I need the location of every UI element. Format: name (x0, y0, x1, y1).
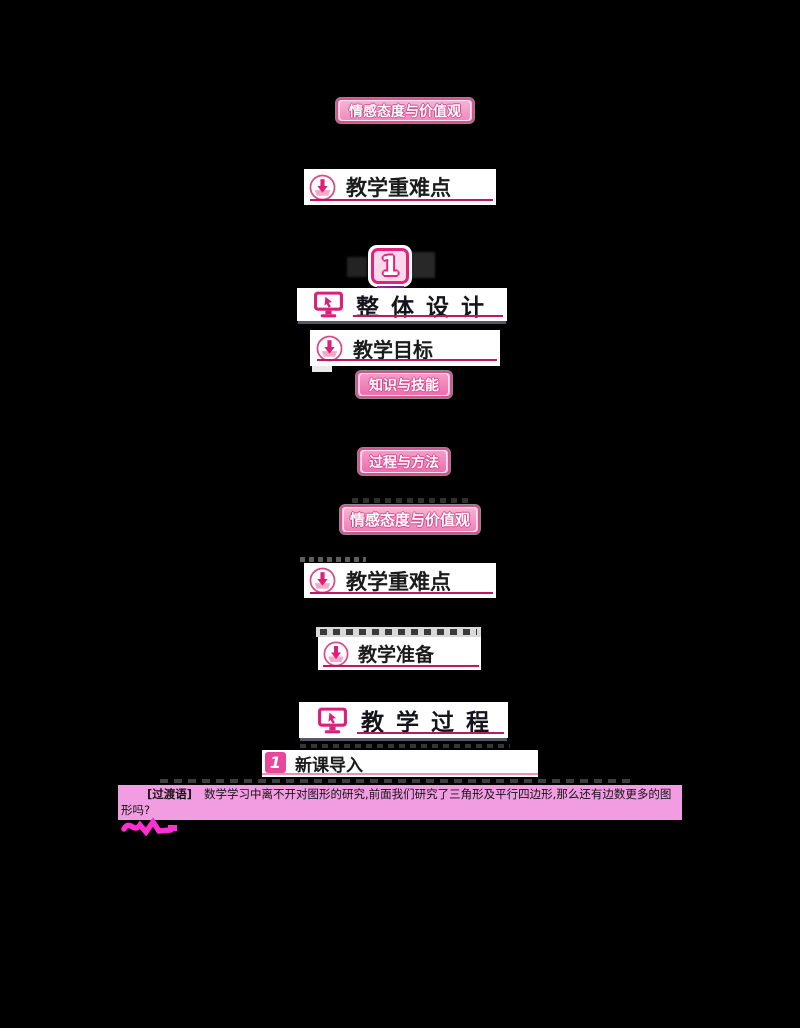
transition-tag: [过渡语] (147, 787, 193, 801)
transition-text: 数学学习中离不开对图形的研究,前面我们研究了三角形及平行四边形,那么还有边数更多… (121, 787, 672, 817)
monitor-cursor-icon (314, 291, 343, 318)
badge-inner: 过程与方法 (361, 450, 447, 473)
heading-label: 教学过程 (361, 709, 501, 736)
chapter-number-badge: 1 (368, 245, 412, 287)
badge-label: 过程与方法 (369, 454, 439, 471)
scan-artifact (320, 629, 477, 635)
scan-artifact (160, 779, 630, 783)
bar-label: 教学重难点 (346, 569, 451, 594)
underline (310, 199, 493, 201)
scan-artifact (300, 557, 366, 562)
section-heading-overall-design: 整体设计 (297, 288, 507, 321)
section-heading-teaching-process: 教学过程 (299, 702, 508, 738)
download-tray-icon (309, 567, 336, 594)
section-bar-key-points-1: 教学重难点 (304, 169, 496, 205)
scan-artifact (352, 498, 470, 503)
lesson-intro-bar: 1 新课导入 (262, 750, 538, 777)
badge-knowledge-skills: 知识与技能 (356, 371, 452, 398)
section-bar-key-points-2: 教学重难点 (304, 563, 496, 598)
scan-artifact (300, 744, 510, 748)
intro-number-square: 1 (265, 752, 286, 773)
intro-label: 新课导入 (295, 756, 363, 776)
download-tray-icon (316, 335, 343, 361)
underline (317, 359, 497, 361)
badge-label: 情感态度与价值观 (349, 103, 461, 120)
download-tray-icon (323, 641, 349, 666)
badge-inner: 情感态度与价值观 (339, 100, 471, 121)
scan-artifact-text-strip (316, 627, 481, 637)
badge-label: 情感态度与价值观 (349, 511, 470, 529)
download-tray-icon (309, 174, 336, 200)
transition-paragraph: [过渡语]数学学习中离不开对图形的研究,前面我们研究了三角形及平行四边形,那么还… (118, 785, 682, 820)
section-bar-preparation: 教学准备 (318, 637, 481, 670)
badge-process-methods: 过程与方法 (358, 448, 450, 475)
underline (262, 773, 538, 775)
chapter-number: 1 (380, 250, 400, 282)
scan-artifact (409, 252, 435, 278)
bar-label: 教学重难点 (346, 176, 451, 200)
scan-artifact (347, 257, 367, 277)
magenta-scribble-artifact (121, 817, 177, 836)
badge-emotion-values: 情感态度与价值观 (340, 505, 480, 534)
badge-label: 知识与技能 (369, 377, 439, 394)
section-bar-objectives: 教学目标 (310, 330, 500, 366)
underline (323, 665, 479, 667)
scan-artifact (312, 366, 332, 372)
badge-inner: 情感态度与价值观 (343, 507, 477, 532)
chapter-number-frame: 1 (371, 248, 409, 284)
monitor-cursor-icon (318, 707, 347, 733)
bar-label: 教学目标 (353, 337, 433, 362)
bar-label: 教学准备 (358, 644, 435, 666)
underline (353, 315, 503, 317)
badge-inner: 知识与技能 (359, 373, 449, 396)
intro-number: 1 (269, 752, 282, 772)
badge-emotion-values-top: 情感态度与价值观 (336, 98, 474, 123)
underline (310, 592, 493, 594)
underline (357, 732, 504, 734)
